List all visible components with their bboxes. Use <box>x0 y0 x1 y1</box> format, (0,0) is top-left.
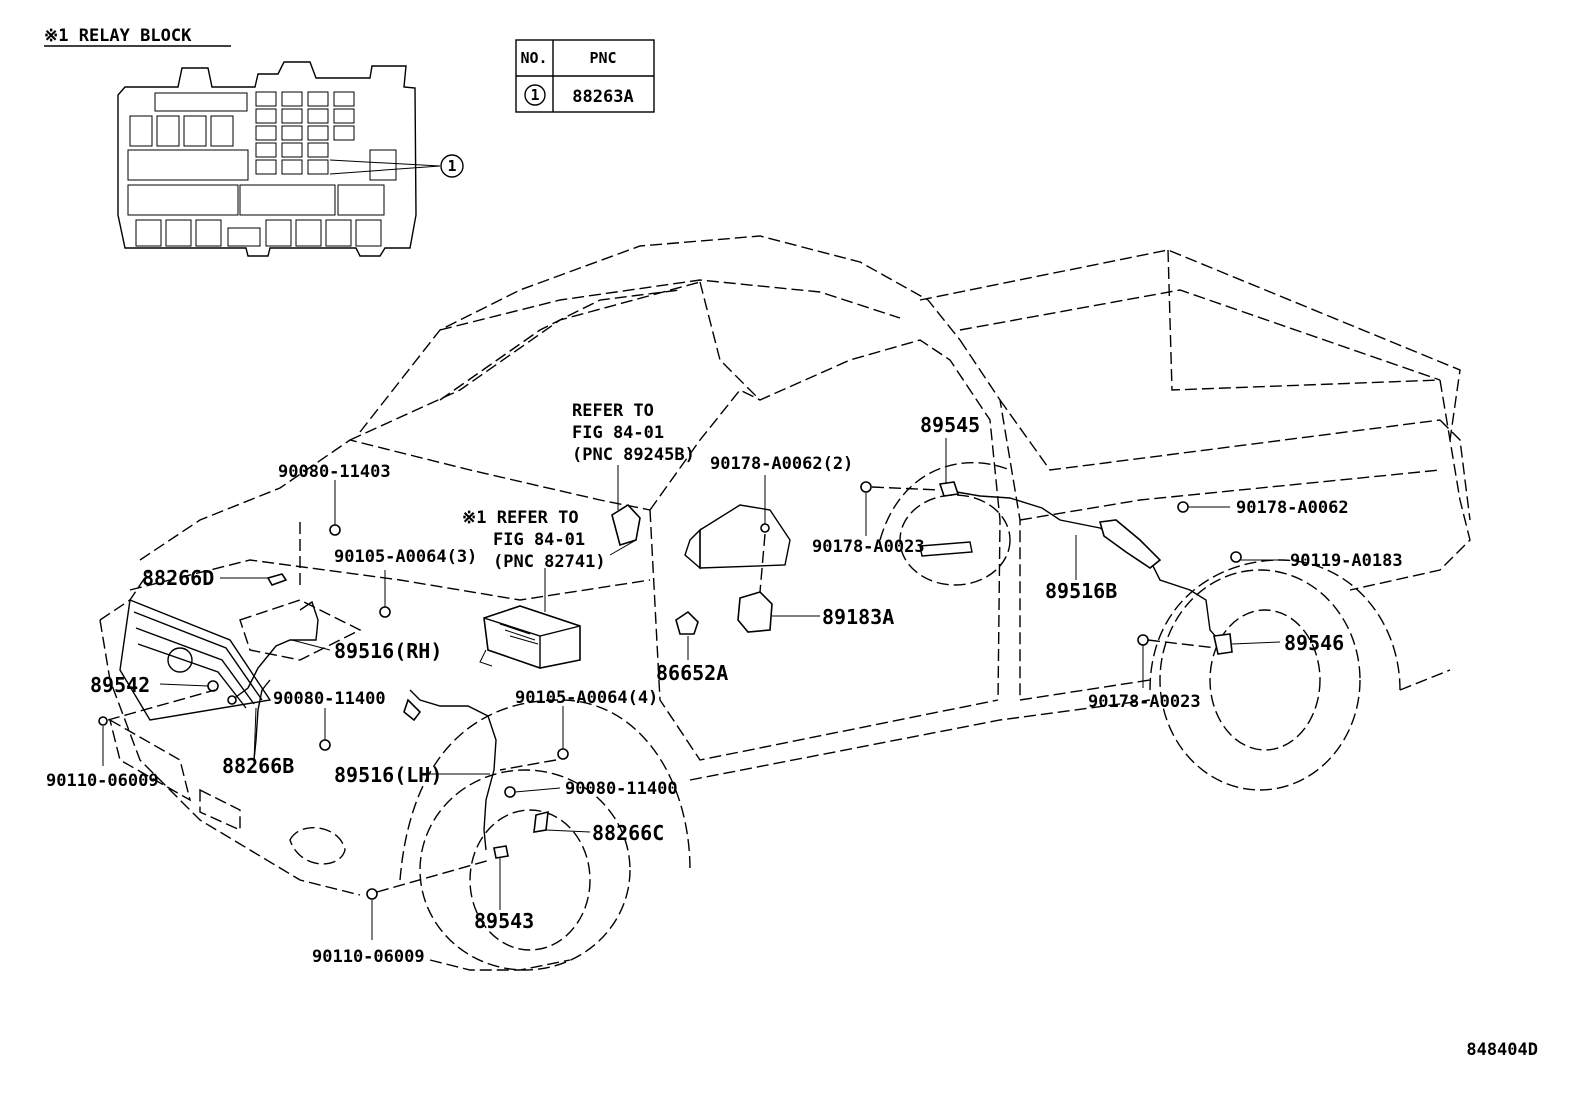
label-90080-11400-b: 90080-11400 <box>565 779 678 799</box>
part-labels: 90080-11403 90105-A0064(3) 88266D 89516(… <box>46 413 1403 967</box>
relay-fuse-grid <box>255 91 355 175</box>
relay-block-outline <box>117 61 417 257</box>
table-row-circle <box>524 84 546 106</box>
table-header-no: NO. <box>520 49 547 67</box>
leader-lines <box>102 438 1285 940</box>
relay-block-title: ※1 RELAY BLOCK <box>44 26 192 46</box>
truck-outline <box>99 235 1471 971</box>
label-90105-a0064-4: 90105-A0064(4) <box>515 688 658 708</box>
yaw-sensor-part <box>611 503 641 547</box>
part-86652a <box>675 610 699 635</box>
figure-id: 848404D <box>1466 1040 1538 1060</box>
components <box>98 481 1242 900</box>
table-header-pnc: PNC <box>589 49 616 67</box>
label-89543: 89543 <box>474 909 534 933</box>
label-90105-a0064-3: 90105-A0064(3) <box>334 547 477 567</box>
label-89545: 89545 <box>920 413 980 437</box>
refer1-line3: (PNC 89245B) <box>572 445 695 465</box>
harness-89516b <box>944 489 1227 649</box>
bracket-89183a-part <box>737 591 773 633</box>
label-89183a: 89183A <box>822 605 894 629</box>
label-89516lh: 89516(LH) <box>334 763 442 787</box>
refer2-line3: (PNC 82741) <box>493 552 606 572</box>
refer2-line1: ※1 REFER TO <box>462 508 579 528</box>
label-90178-a0062-2: 90178-A0062(2) <box>710 454 853 474</box>
table-row-pnc: 88263A <box>572 87 633 107</box>
label-89542: 89542 <box>90 673 150 697</box>
label-88266b: 88266B <box>222 754 294 778</box>
label-89516rh: 89516(RH) <box>334 639 442 663</box>
refer-note-89245b: REFER TO FIG 84-01 (PNC 89245B) <box>572 401 695 465</box>
label-90178-a0023-b: 90178-A0023 <box>1088 692 1201 712</box>
refer1-line2: FIG 84-01 <box>572 423 664 443</box>
label-90110-06009-a: 90110-06009 <box>46 771 159 791</box>
label-90119-a0183: 90119-A0183 <box>1290 551 1403 571</box>
refer1-line1: REFER TO <box>572 401 654 421</box>
label-90080-11403: 90080-11403 <box>278 462 391 482</box>
refer2-line2: FIG 84-01 <box>493 530 585 550</box>
label-88266c: 88266C <box>592 821 664 845</box>
label-90080-11400-a: 90080-11400 <box>273 689 386 709</box>
label-86652a: 86652A <box>656 661 728 685</box>
relay-callout-circle <box>440 154 464 178</box>
label-88266d: 88266D <box>142 566 214 590</box>
pnc-table: NO. PNC 1 88263A <box>515 39 655 113</box>
bolt-90080-11403 <box>329 524 341 536</box>
label-90178-a0023-a: 90178-A0023 <box>812 537 925 557</box>
label-90110-06009-b: 90110-06009 <box>312 947 425 967</box>
refer-note-82741: ※1 REFER TO FIG 84-01 (PNC 82741) <box>462 508 606 572</box>
harness-lh <box>409 689 497 851</box>
table-row-no: 1 <box>530 86 539 104</box>
ecu-module <box>479 605 581 669</box>
label-90178-a0062: 90178-A0062 <box>1236 498 1349 518</box>
relay-block-inset: ※1 RELAY BLOCK 1 <box>44 26 464 257</box>
label-89546: 89546 <box>1284 631 1344 655</box>
harness-rh <box>231 600 319 701</box>
label-89516b: 89516B <box>1045 579 1117 603</box>
relay-callout-number: 1 <box>447 157 456 175</box>
